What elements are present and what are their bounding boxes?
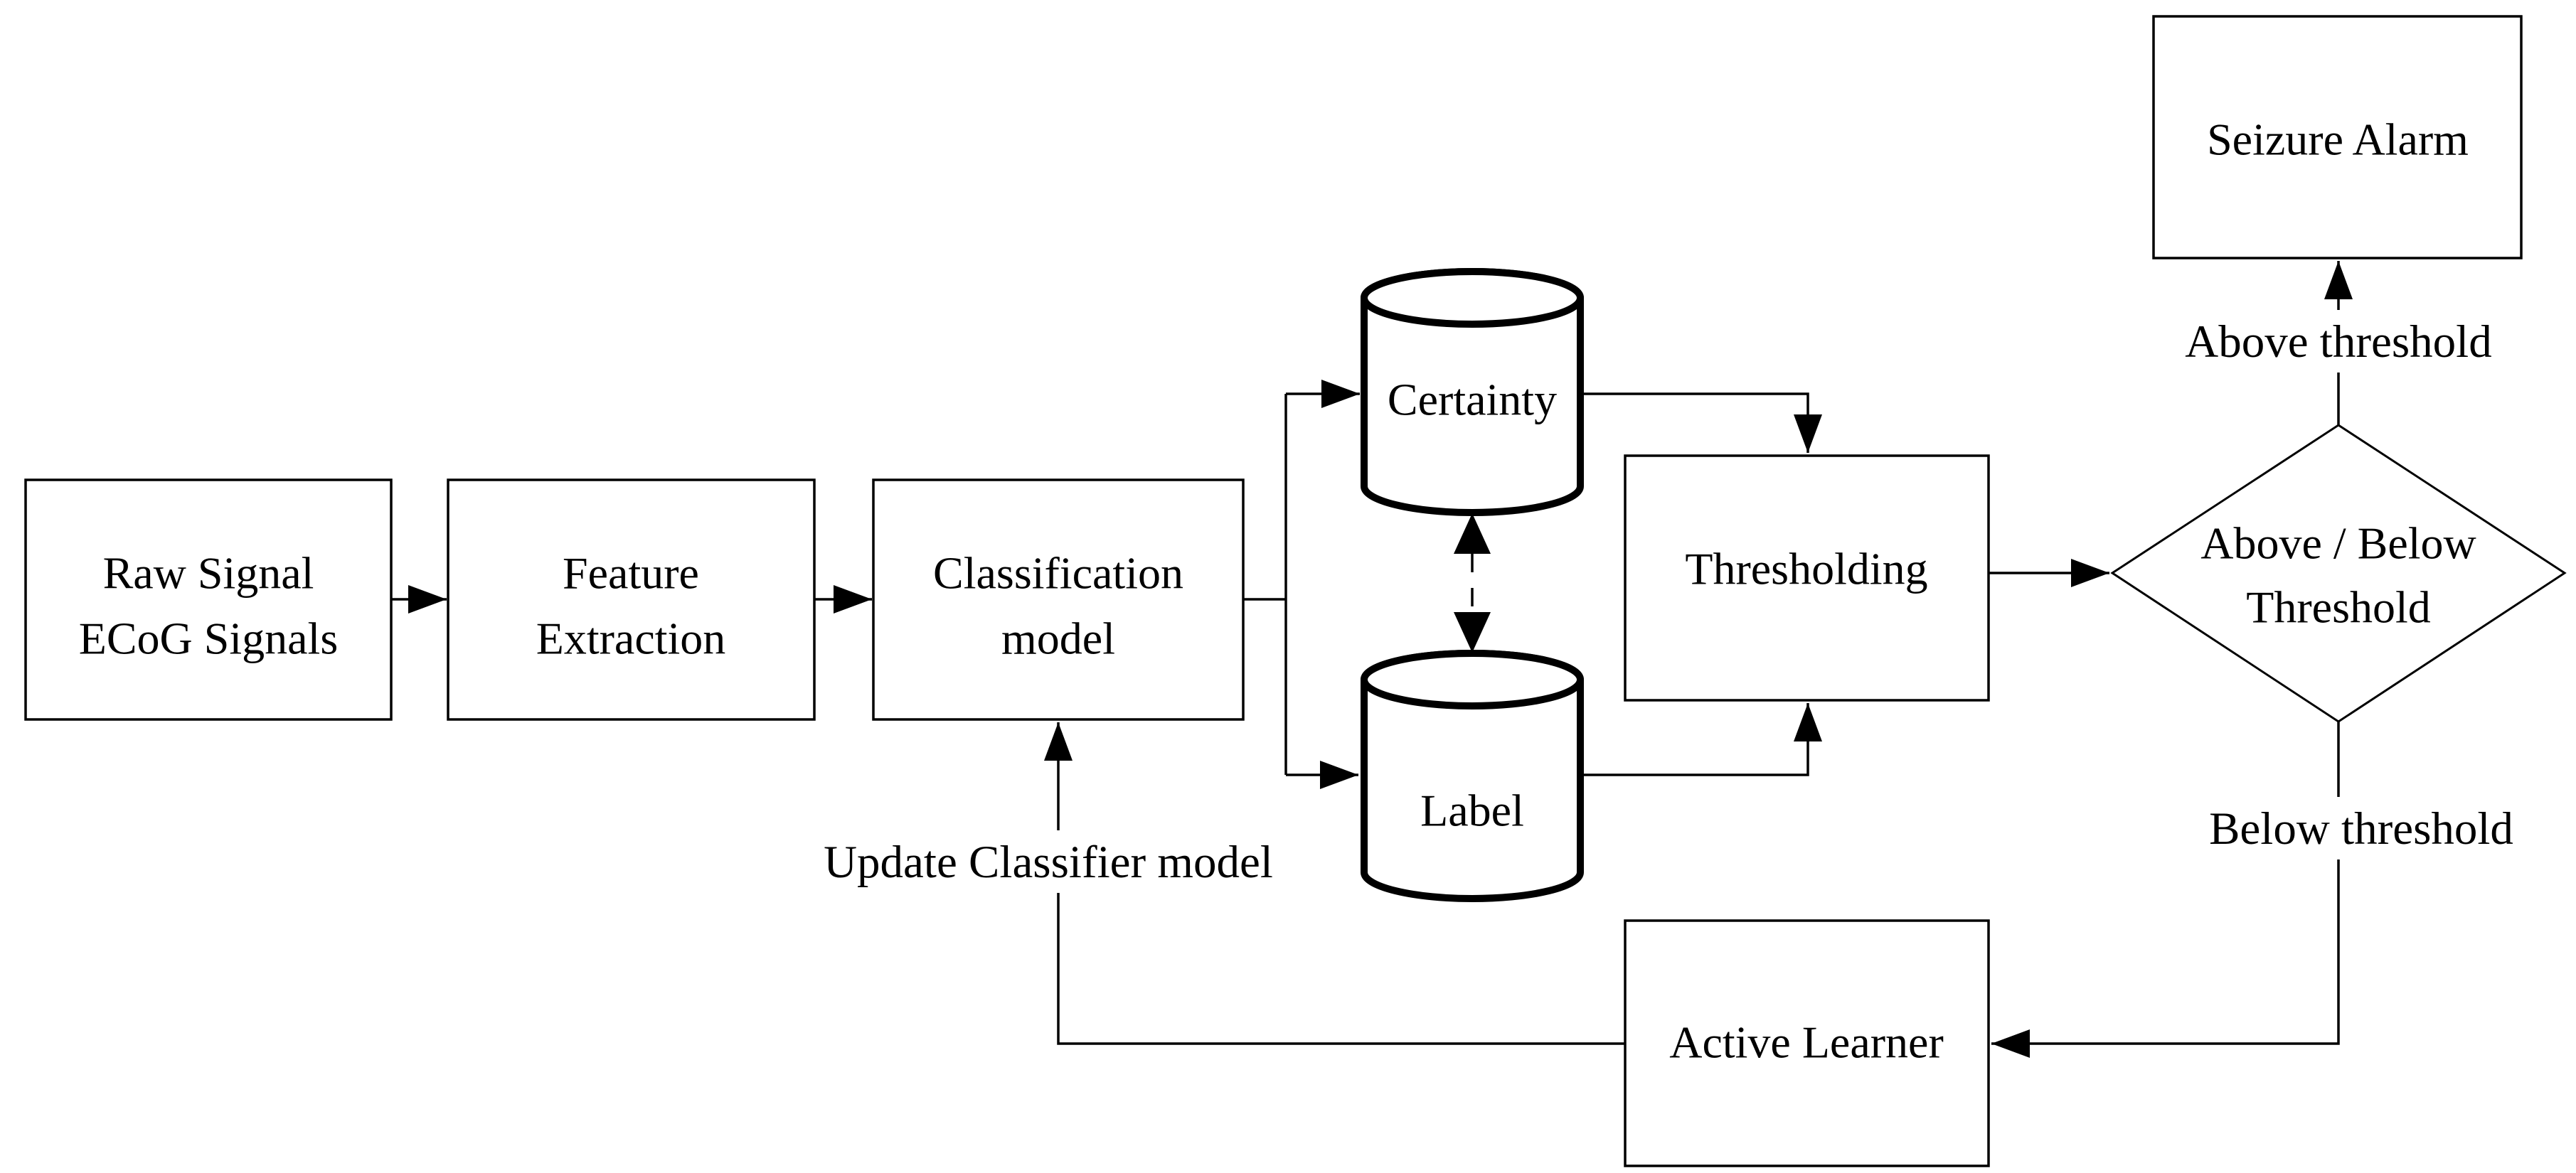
decision-label-line2: Threshold xyxy=(2246,582,2431,633)
dashed-link-up-arrowhead-icon xyxy=(1454,513,1491,554)
raw-signal-box xyxy=(24,478,393,721)
thresholding-node: Thresholding xyxy=(1624,454,1990,702)
feature-extraction-label-line2: Extraction xyxy=(536,614,726,664)
active-learner-label: Active Learner xyxy=(1669,1017,1944,1068)
update-classifier-label: Update Classifier model xyxy=(824,837,1273,888)
decision-node: Above / Below Threshold xyxy=(2110,424,2567,723)
thresholding-label: Thresholding xyxy=(1685,544,1927,594)
raw-signal-label-line2: ECoG Signals xyxy=(79,614,338,664)
active-learner-node: Active Learner xyxy=(1624,919,1990,1167)
below-threshold-label: Below threshold xyxy=(2209,803,2513,855)
active-learner-box xyxy=(1624,919,1990,1167)
update-classifier-edge-label: Update Classifier model xyxy=(788,830,1309,893)
label-cylinder-top xyxy=(1361,650,1584,709)
feature-extraction-label-line1: Feature xyxy=(563,548,699,599)
update-classifier-label-backdrop xyxy=(788,830,1309,893)
seizure-alarm-label: Seizure Alarm xyxy=(2207,114,2469,165)
edge-label-to-thresholding xyxy=(1580,703,1822,776)
certainty-label: Certainty xyxy=(1388,375,1557,425)
edge-certainty-to-thresholding xyxy=(1580,392,1822,453)
seizure-alarm-box xyxy=(2152,15,2523,259)
label-store-label: Label xyxy=(1420,786,1524,836)
below-threshold-edge-label: Below threshold xyxy=(2185,797,2538,859)
decision-label-line1: Above / Below xyxy=(2200,518,2476,569)
above-threshold-label: Above threshold xyxy=(2185,316,2491,368)
certainty-datastore-node: Certainty xyxy=(1361,268,1584,516)
raw-signal-label-line1: Raw Signal xyxy=(103,548,314,599)
seizure-alarm-node: Seizure Alarm xyxy=(2152,15,2523,259)
above-threshold-edge-label: Above threshold xyxy=(2162,310,2516,373)
classification-model-label-line1: Classification xyxy=(933,548,1183,599)
classification-model-label-line2: model xyxy=(1001,614,1115,664)
label-datastore-node: Label xyxy=(1361,650,1584,902)
dashed-link-down-arrowhead-icon xyxy=(1454,612,1491,653)
decision-diamond xyxy=(2110,424,2567,723)
classification-model-box xyxy=(872,478,1245,721)
classification-model-node: Classification model xyxy=(872,478,1245,721)
edge-active-learner-to-classification xyxy=(1044,722,1625,1045)
above-threshold-label-backdrop xyxy=(2162,310,2516,373)
raw-signal-node: Raw Signal ECoG Signals xyxy=(24,478,393,721)
feature-extraction-box xyxy=(447,478,816,721)
below-threshold-label-backdrop xyxy=(2185,797,2538,859)
feature-extraction-node: Feature Extraction xyxy=(447,478,816,721)
thresholding-box xyxy=(1624,454,1990,702)
certainty-cylinder-top xyxy=(1361,268,1584,328)
